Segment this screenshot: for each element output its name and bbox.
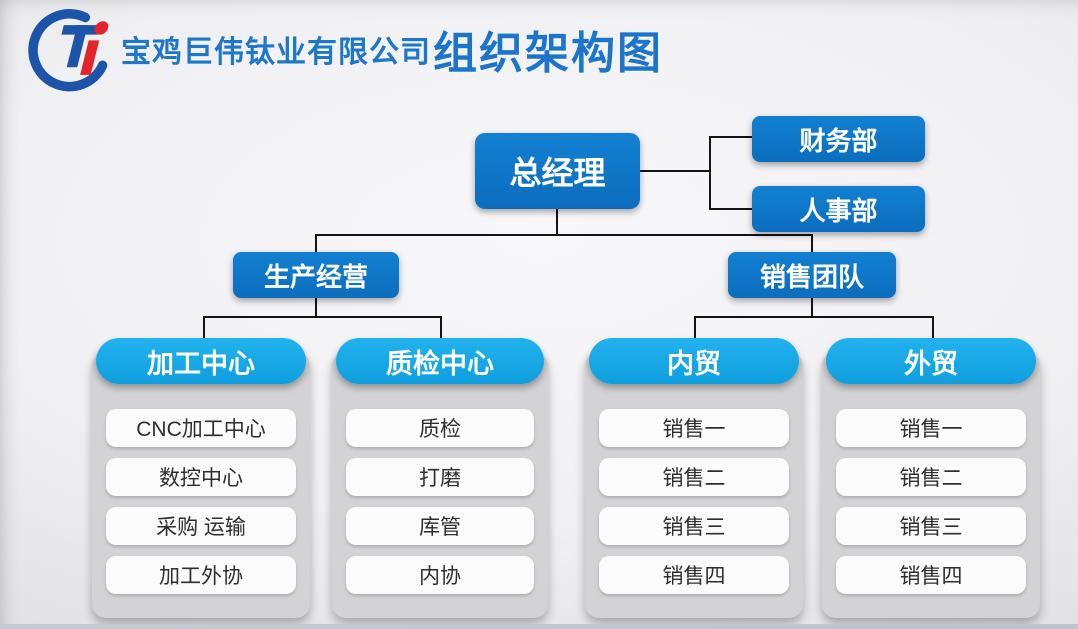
connector-drop-col2 [440, 316, 442, 340]
column-header-quality: 质检中心 [336, 338, 544, 384]
column-header-foreign: 外贸 [826, 338, 1036, 384]
connector-bus-sales [694, 316, 934, 318]
org-item: 内协 [346, 556, 534, 594]
header-titlebar: 宝鸡巨伟钛业有限公司 组织架构图 [121, 14, 663, 84]
org-item: 打磨 [346, 458, 534, 496]
org-item: 库管 [346, 507, 534, 545]
connector-bus-production [203, 316, 442, 318]
org-item: 销售一 [599, 409, 789, 447]
column-header-machining: 加工中心 [96, 338, 306, 384]
page-title: 组织架构图 [433, 29, 663, 78]
org-item: 采购 运输 [106, 507, 296, 545]
column-header-label: 质检中心 [386, 348, 494, 379]
org-node-finance: 财务部 [752, 116, 925, 162]
org-item: CNC加工中心 [106, 409, 296, 447]
connector-drop-col4 [932, 316, 934, 340]
connector-drop-production [315, 234, 317, 252]
column-rows: 销售一 销售二 销售三 销售四 [585, 409, 803, 605]
connector-drop-col3 [694, 316, 696, 340]
org-node-production: 生产经营 [233, 252, 399, 298]
org-node-label: 人事部 [799, 195, 878, 226]
org-node-hr: 人事部 [752, 186, 925, 232]
org-item: 加工外协 [106, 556, 296, 594]
connector-drop-col1 [203, 316, 205, 340]
org-item: 销售四 [599, 556, 789, 594]
org-item: 销售二 [599, 458, 789, 496]
connector-drop-sales [811, 234, 813, 252]
company-name: 宝鸡巨伟钛业有限公司 [121, 36, 431, 69]
connector-bus-level2 [315, 234, 813, 236]
connector-sales-riser [811, 298, 813, 318]
org-item: 销售三 [836, 507, 1026, 545]
org-node-label: 财务部 [799, 125, 878, 156]
column-rows: 销售一 销售二 销售三 销售四 [822, 409, 1040, 605]
connector-to-finance [709, 136, 752, 138]
column-rows: 质检 打磨 库管 内协 [332, 409, 548, 605]
org-item: 销售一 [836, 409, 1026, 447]
column-header-label: 内贸 [667, 348, 721, 379]
org-column-domestic-trade: 内贸 销售一 销售二 销售三 销售四 [585, 338, 803, 619]
column-header-domestic: 内贸 [589, 338, 799, 384]
org-item: 销售二 [836, 458, 1026, 496]
org-node-label: 生产经营 [263, 261, 368, 292]
org-node-sales-team: 销售团队 [728, 252, 896, 298]
column-rows: CNC加工中心 数控中心 采购 运输 加工外协 [92, 409, 310, 605]
org-column-foreign-trade: 外贸 销售一 销售二 销售三 销售四 [822, 338, 1040, 619]
bottom-edge-strip [0, 624, 1078, 629]
org-node-general-manager: 总经理 [475, 133, 640, 209]
org-column-quality: 质检中心 质检 打磨 库管 内协 [332, 338, 548, 619]
connector-staff-vertical [709, 136, 711, 210]
org-node-label: 总经理 [509, 155, 606, 191]
org-column-machining: 加工中心 CNC加工中心 数控中心 采购 运输 加工外协 [92, 338, 310, 619]
connector-production-riser [315, 298, 317, 318]
company-logo-icon [28, 9, 109, 92]
connector-to-hr [709, 208, 752, 210]
org-item: 质检 [346, 409, 534, 447]
org-item: 销售四 [836, 556, 1026, 594]
column-header-label: 外贸 [904, 348, 958, 379]
column-header-label: 加工中心 [147, 348, 255, 379]
connector-root-riser [556, 209, 558, 236]
org-item: 数控中心 [106, 458, 296, 496]
connector-root-to-staff [640, 170, 710, 172]
org-node-label: 销售团队 [759, 261, 864, 292]
org-item: 销售三 [599, 507, 789, 545]
